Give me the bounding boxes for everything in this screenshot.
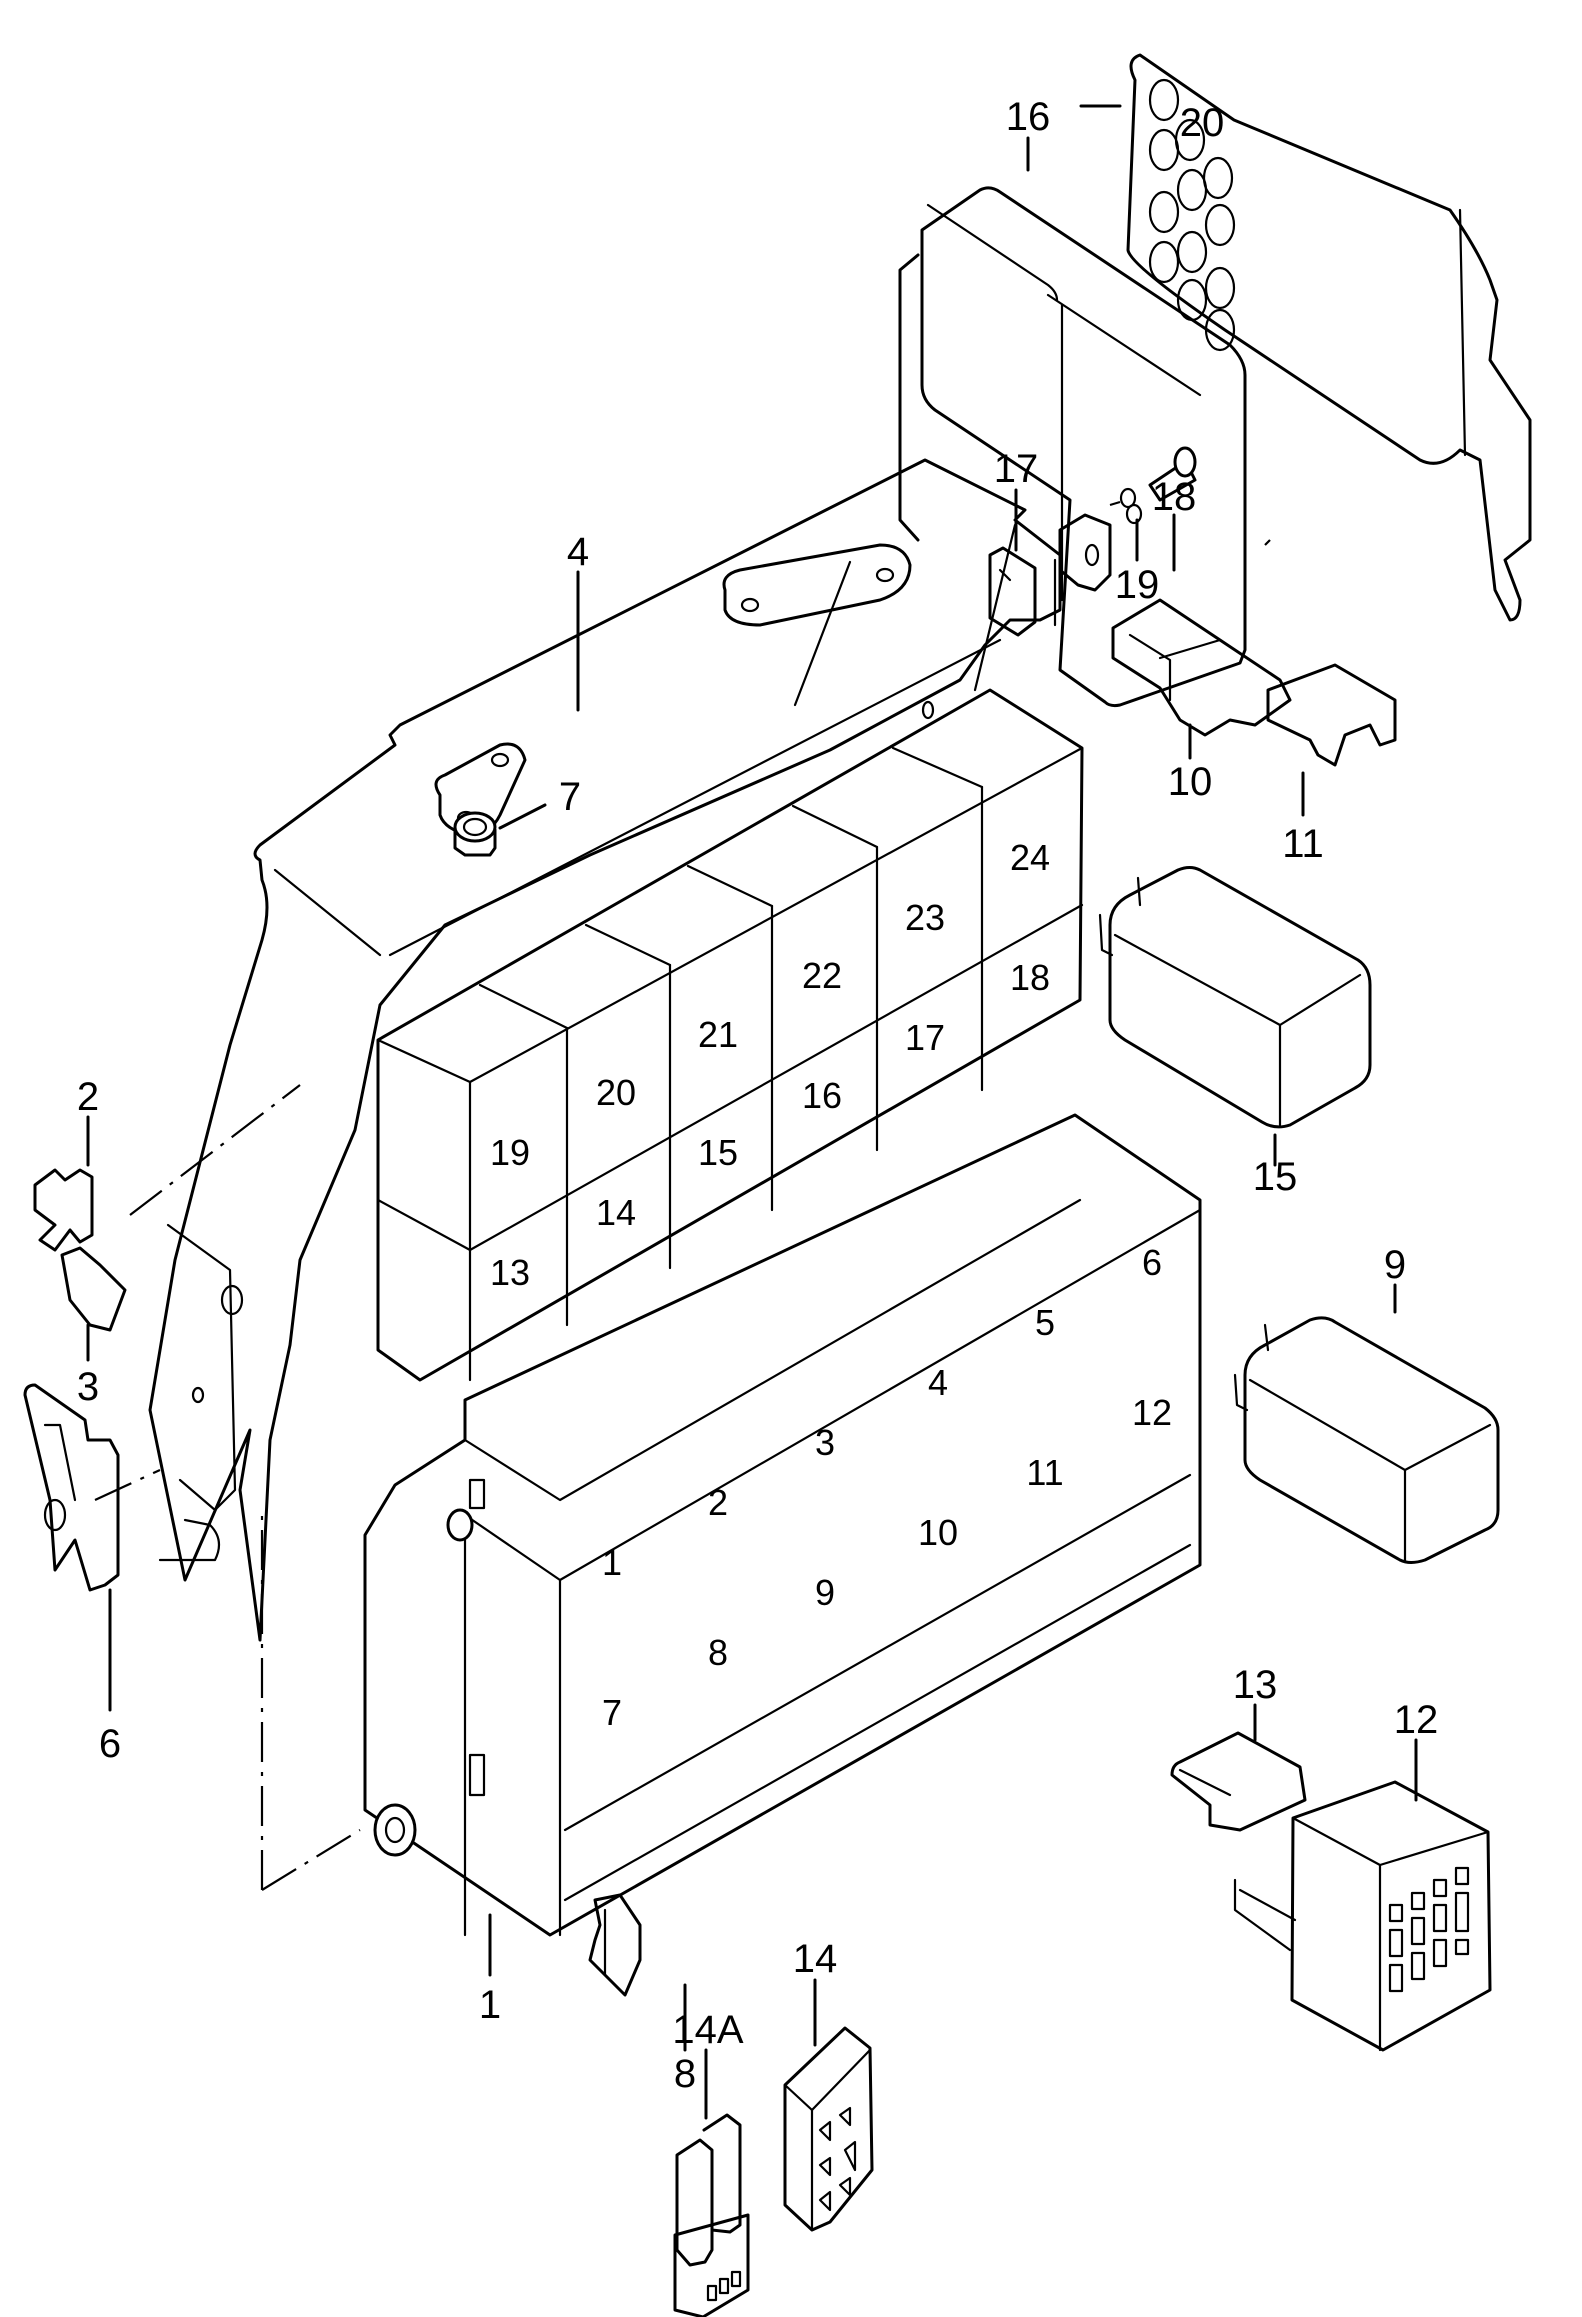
relay-cell-13: 13 xyxy=(490,1252,530,1293)
assembly-line xyxy=(261,1829,361,1891)
callout-18: 18 xyxy=(1152,475,1197,519)
part-6-retainer xyxy=(23,1383,120,1592)
relay-cell-24: 24 xyxy=(1010,837,1050,878)
plate-position-9: 9 xyxy=(815,1572,835,1613)
relay-cell-14: 14 xyxy=(596,1192,636,1233)
relay-cell-22: 22 xyxy=(802,955,842,996)
plate-position-7: 7 xyxy=(602,1692,622,1733)
relay-plate-positions: 1 2 3 4 5 6 7 8 9 10 11 12 xyxy=(602,1242,1172,1733)
callout-7: 7 xyxy=(559,775,581,819)
callout-15: 15 xyxy=(1253,1155,1298,1199)
callout-14a: 14A xyxy=(672,2008,743,2052)
plate-position-5: 5 xyxy=(1035,1302,1055,1343)
callout-19: 19 xyxy=(1115,563,1160,607)
part-13-plug xyxy=(1170,1731,1307,1832)
relay-cell-20: 20 xyxy=(596,1072,636,1113)
plate-position-11: 11 xyxy=(1026,1452,1063,1493)
part-10-relay xyxy=(1111,598,1292,737)
part-3-clip xyxy=(60,1246,127,1332)
callout-12: 12 xyxy=(1394,1698,1439,1742)
plate-position-6: 6 xyxy=(1142,1242,1162,1283)
relay-cell-23: 23 xyxy=(905,897,945,938)
leader-line-7 xyxy=(498,803,547,830)
assembly-line xyxy=(1264,539,1271,546)
callout-4: 4 xyxy=(567,530,589,574)
part-19-washer xyxy=(1119,487,1143,525)
plate-position-1: 1 xyxy=(602,1542,622,1583)
part-11-clip xyxy=(1266,663,1397,767)
part-4-bracket xyxy=(148,458,1062,1642)
part-9-relay xyxy=(1233,1316,1500,1564)
axis-line xyxy=(1109,500,1121,507)
plate-position-3: 3 xyxy=(815,1422,835,1463)
callout-14: 14 xyxy=(793,1937,838,1981)
callout-20: 20 xyxy=(1180,101,1225,145)
relay-cell-16: 16 xyxy=(802,1075,842,1116)
part-15-relay xyxy=(1098,866,1372,1129)
assembly-line xyxy=(94,1469,161,1501)
part-2-clip xyxy=(33,1168,94,1252)
relay-cell-21: 21 xyxy=(698,1014,738,1055)
relay-cell-18: 18 xyxy=(1010,957,1050,998)
plate-position-8: 8 xyxy=(708,1632,728,1673)
fuse-holder-slots xyxy=(706,2270,742,2302)
part-20-cover-plate xyxy=(1126,53,1532,622)
part-1-relay-plate xyxy=(363,1113,1202,1937)
part-7-nut xyxy=(453,811,497,857)
callout-9: 9 xyxy=(1384,1243,1406,1287)
callout-13: 13 xyxy=(1233,1663,1278,1707)
relay-block xyxy=(376,688,1084,1382)
relay-cell-17: 17 xyxy=(905,1017,945,1058)
part-14a-fuse-holder xyxy=(673,2113,750,2317)
callout-1: 1 xyxy=(479,1983,501,2027)
callout-17: 17 xyxy=(994,447,1039,491)
plate-position-12: 12 xyxy=(1132,1392,1172,1433)
callout-6: 6 xyxy=(99,1722,121,1766)
callout-2: 2 xyxy=(77,1075,99,1119)
part-17-clip-nut xyxy=(988,546,1037,637)
plate-position-2: 2 xyxy=(708,1482,728,1523)
callout-16: 16 xyxy=(1006,95,1051,139)
part-16-control-unit xyxy=(898,186,1247,708)
callout-10: 10 xyxy=(1168,760,1213,804)
assembly-line xyxy=(129,1084,301,1216)
callout-8: 8 xyxy=(674,2052,696,2096)
plate-position-10: 10 xyxy=(918,1512,958,1553)
part-8-clip xyxy=(588,1893,642,1997)
part-16-mounting-bracket xyxy=(1058,513,1112,592)
callout-11: 11 xyxy=(1282,822,1324,866)
part-12-connector xyxy=(1233,1780,1492,2052)
socket-pin-slots xyxy=(818,2106,857,2212)
part-18-screw xyxy=(1148,446,1197,502)
relay-cell-19: 19 xyxy=(490,1132,530,1173)
callout-3: 3 xyxy=(77,1365,99,1409)
connector-pin-slots xyxy=(1388,1866,1470,1993)
part-14-relay-socket xyxy=(783,2026,874,2232)
relay-block-cells: 19 20 21 22 23 24 13 14 15 16 17 18 xyxy=(490,837,1050,1293)
plate-position-4: 4 xyxy=(928,1362,948,1403)
relay-cell-15: 15 xyxy=(698,1132,738,1173)
